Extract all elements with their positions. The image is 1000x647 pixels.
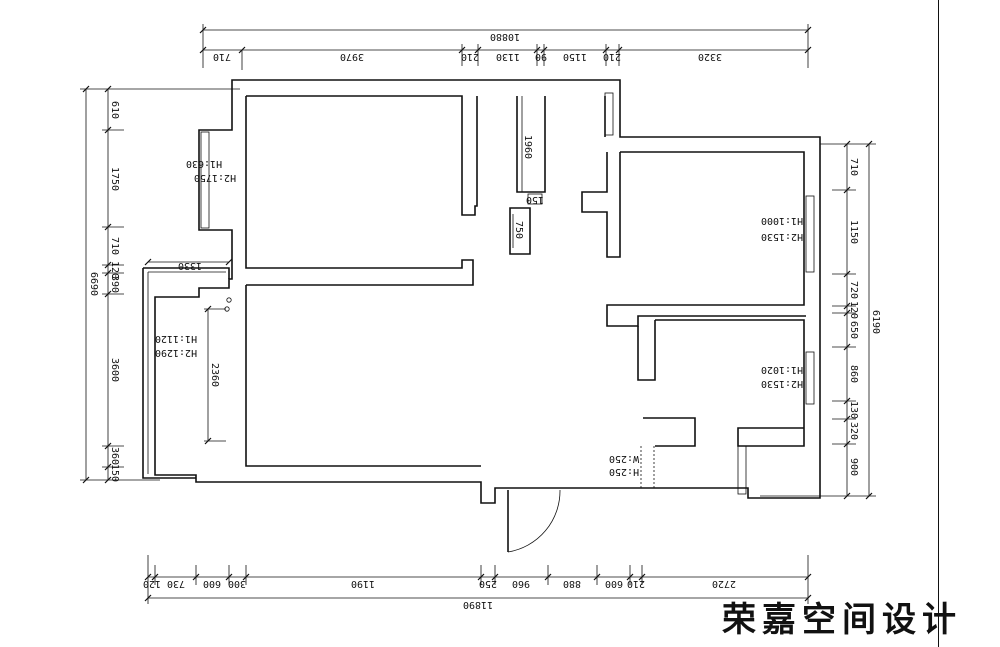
brand-logo-text: 荣嘉空间设计 [722,600,962,640]
right-seg-7: 130 [848,401,859,419]
bottom-seg-11: 2720 [712,578,736,589]
left-seg-3: 710 [109,237,120,255]
entry-note-w: W:250 [609,453,639,464]
top-seg-8: 3320 [698,51,722,62]
right-seg-1: 710 [848,158,859,176]
living-wall [246,270,474,286]
top-seg-5: 90 [535,51,547,62]
top-seg-2: 3970 [340,51,364,62]
bedroom3-note-h2: H2:1530 [761,378,803,389]
window-notes: H2:1750 H1:630 H1:1000 H2:1530 H1:1020 H… [155,158,803,477]
left-seg-2: 1750 [109,167,120,191]
bedroom1-wall [246,95,478,216]
left-seg-1: 610 [109,101,120,119]
right-seg-3: 720 [848,281,859,299]
bottom-seg-1: 120 [143,578,161,589]
closet-height-label: 1960 [522,135,533,159]
bottom-seg-7: 960 [512,578,530,589]
bottom-total-label: 11890 [463,599,493,610]
bedroom1-note-h1: H1:630 [186,158,222,169]
inner-dimensions: 1330 2360 1960 150 750 [144,96,544,445]
outer-wall [154,79,821,504]
top-seg-4: 1130 [496,51,520,62]
bottom-seg-8: 880 [563,578,581,589]
left-seg-6: 3600 [109,358,120,382]
top-seg-7: 210 [603,51,621,62]
left-dimension-chain: 6690 610 1750 710 120 390 3600 360 150 [80,85,240,484]
bedroom2-note-h2: H2:1530 [761,231,803,242]
left-seg-8: 150 [109,464,120,482]
top-seg-1: 710 [213,51,231,62]
bottom-seg-4: 300 [228,578,246,589]
bottom-seg-6: 250 [479,578,497,589]
entry-note-h: H:250 [609,466,639,477]
bottom-seg-5: 1190 [351,578,375,589]
bedroom3-note-h1: H1:1020 [761,364,803,375]
left-seg-7: 360 [109,447,120,465]
bedroom2-wall [606,151,806,327]
top-seg-6: 1150 [563,51,587,62]
bay-depth-label: 2360 [209,363,220,387]
right-total-label: 6190 [870,310,881,334]
closet-stub-label: 150 [526,194,544,205]
entry-door-swing [507,489,561,553]
bedroom3-wall [655,319,805,447]
bottom-seg-3: 600 [203,578,221,589]
top-dimension-chain: 10880 710 3970 210 1130 90 1150 210 3320 [199,24,812,70]
right-seg-9: 900 [848,458,859,476]
bay-note-h1: H1:1120 [155,333,197,344]
top-total-label: 10880 [490,31,520,42]
pipe-marker [226,297,232,303]
bedroom2-window [805,195,815,273]
left-seg-5: 390 [109,275,120,293]
bay-window-wall [142,267,230,479]
sheet-border-line [938,0,939,647]
left-seg-4: 120 [109,261,120,279]
bottom-seg-9: 600 [605,578,623,589]
bay-width-label: 1330 [178,260,202,271]
right-seg-8: 320 [848,422,859,440]
bedroom1-note-h2: H2:1750 [194,172,236,183]
bottom-seg-2: 730 [167,578,185,589]
right-dimension-chain: 6190 710 1150 720 120 650 860 130 320 90… [760,140,881,500]
right-seg-2: 1150 [848,220,859,244]
bedroom2-note-h1: H1:1000 [761,215,803,226]
bottom-dimension-chain: 120 730 600 300 1190 250 960 880 600 210… [143,555,812,610]
walls [142,79,821,553]
opening-label: 750 [513,221,524,239]
bay-note-h2: H2:1290 [155,347,197,358]
right-seg-4: 120 [848,301,859,319]
bedroom1-window [200,131,210,229]
bedroom3-window [805,351,815,405]
left-total-label: 6690 [88,272,99,296]
right-seg-6: 860 [848,365,859,383]
right-seg-5: 650 [848,321,859,339]
bottom-seg-10: 210 [627,578,645,589]
top-seg-3: 210 [461,51,479,62]
top-ticks [199,26,812,70]
